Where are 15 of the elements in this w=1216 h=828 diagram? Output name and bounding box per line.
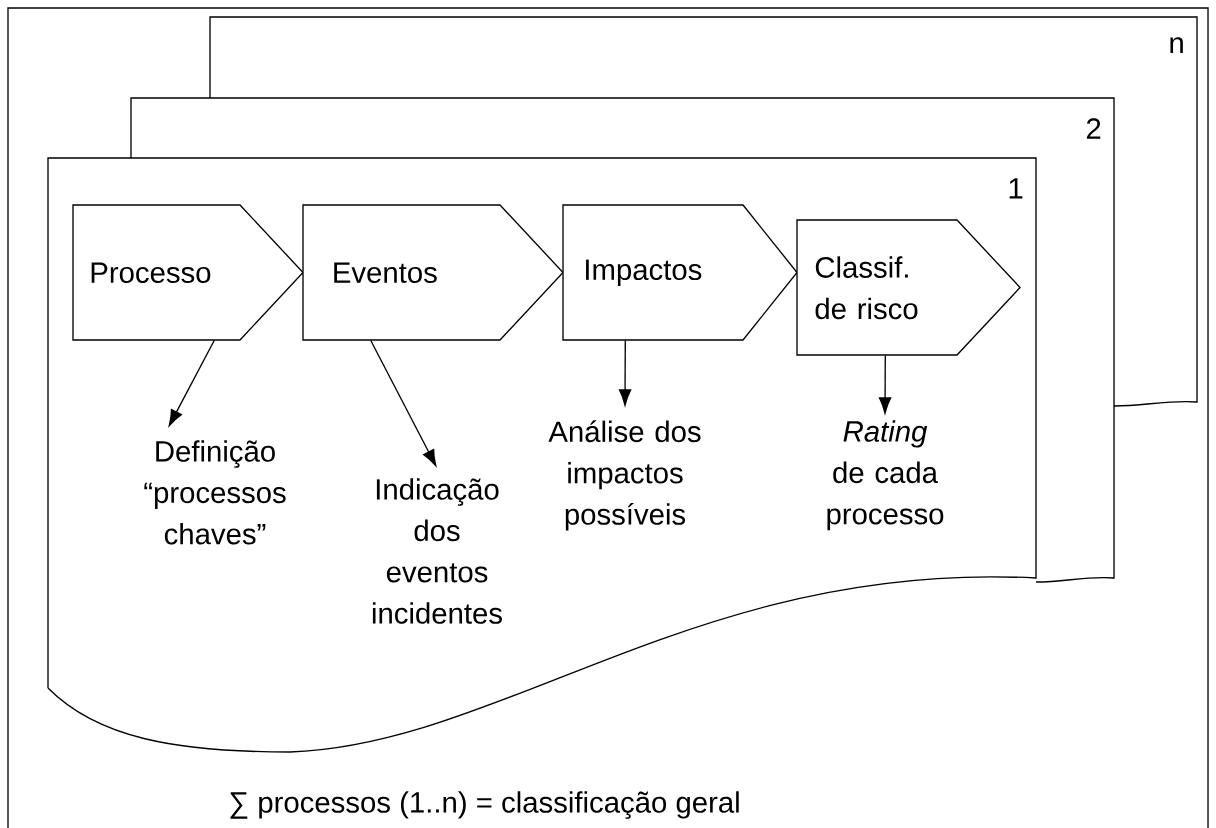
chevron-box: Classif. de risco: [796, 219, 1021, 356]
chevron-box: Eventos: [302, 204, 564, 341]
chevron-box: Processo: [72, 204, 304, 341]
caption: ∑ processos (1..n) = classificação geral: [230, 791, 739, 819]
description-text: Indicação dos eventos incidentes: [372, 478, 502, 624]
chevron-box: Impactos: [562, 204, 798, 341]
document-page: n: [209, 16, 1198, 99]
description-text: Rating de cada processo: [827, 420, 944, 531]
arrow: [168, 339, 215, 427]
arrow: [370, 339, 437, 467]
document-page: 2: [130, 97, 1115, 159]
description-text: Definição “processos chaves”: [144, 440, 286, 545]
arrow: [878, 354, 892, 414]
description-text: Análise dos impactos possíveis: [548, 420, 701, 531]
arrow: [618, 339, 632, 406]
